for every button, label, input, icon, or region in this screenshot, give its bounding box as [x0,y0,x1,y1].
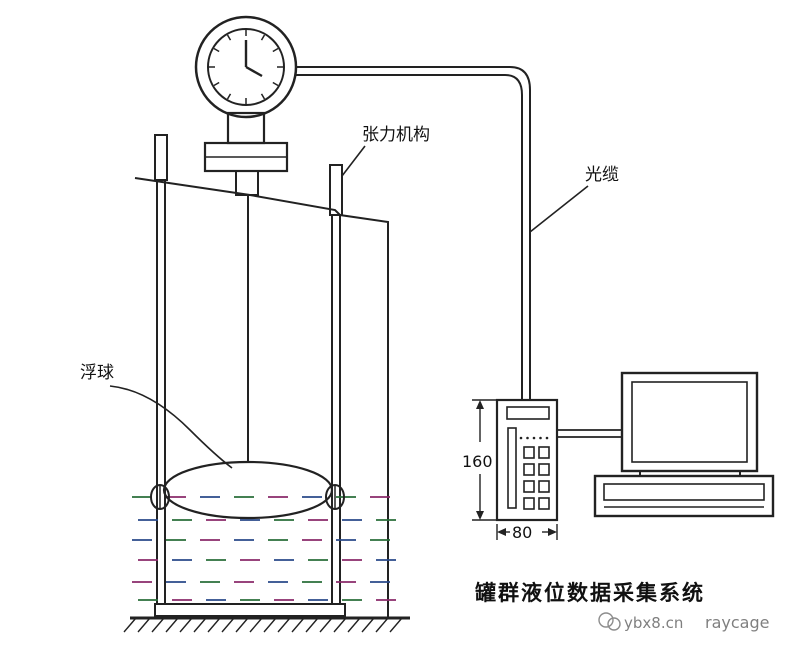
tension-label: 张力机构 [362,125,430,145]
watermark-site: ybx8.cn [624,614,683,632]
height-dimension: 160 [462,452,493,471]
watermark: ybx8.cn raycage [598,612,769,632]
width-dimension: 80 [512,523,532,542]
optical-cable [296,66,531,400]
cable-label: 光缆 [585,165,619,185]
guide-rods [154,134,343,604]
diagram-caption: 罐群液位数据采集系统 [474,580,705,605]
tension-mechanism [203,111,289,196]
watermark-author: raycage [705,613,769,632]
tank-base-plate [154,603,346,617]
device-link [557,429,622,438]
gauge-clock-icon [194,15,298,119]
keyboard-icon [593,474,775,518]
cable-label-group: 光缆 [529,165,619,233]
calculator-keypad-icon [495,398,559,522]
float-label-group: 浮球 [80,363,233,469]
tension-label-group: 张力机构 [341,125,430,177]
float-ball [150,460,345,520]
tank-wall [134,177,389,618]
float-label: 浮球 [80,363,114,383]
ground [123,616,410,633]
liquid-level-lines [132,496,396,601]
monitor-icon [620,371,759,476]
dimension-markers: 160 80 [462,399,558,542]
